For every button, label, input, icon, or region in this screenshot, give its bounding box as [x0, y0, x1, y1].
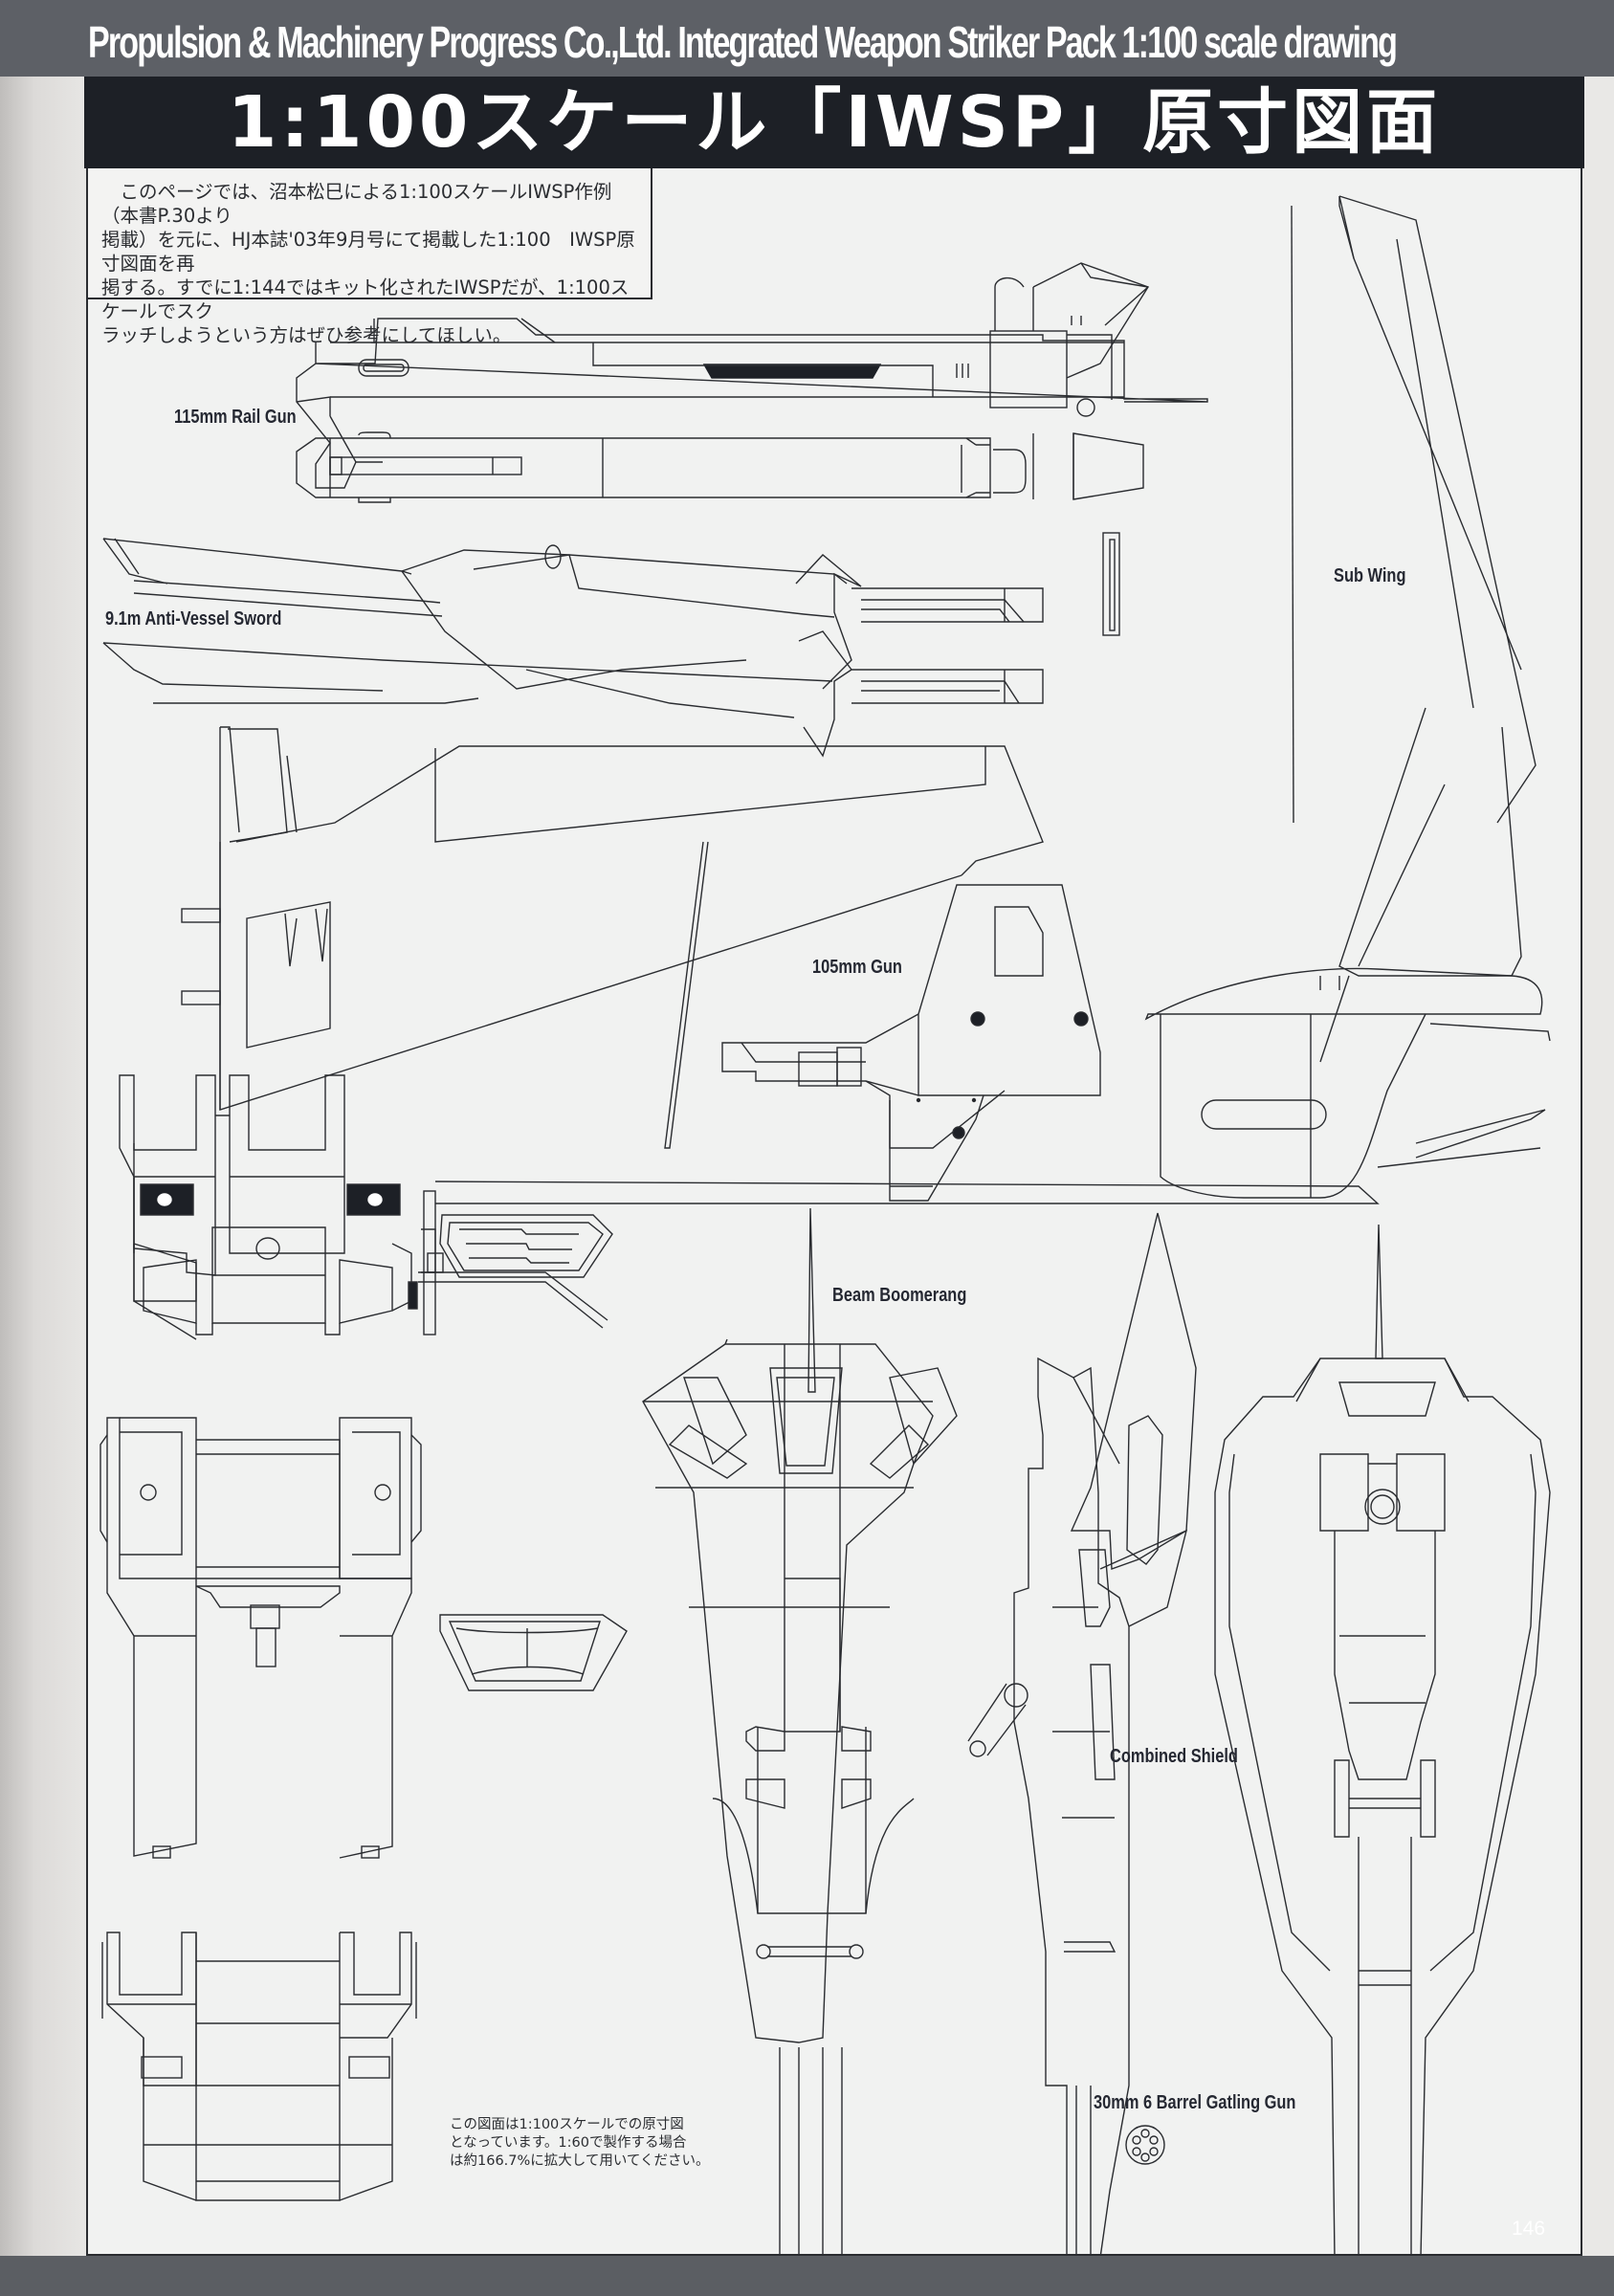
105mm-gun — [721, 884, 1101, 1202]
page-number: 146 — [1512, 2218, 1546, 2240]
sub-wing — [1291, 195, 1537, 1063]
backpack-upper — [119, 1074, 436, 1340]
footer-band — [0, 2256, 1614, 2296]
intro-textbox: このページでは、沼本松巳による1:100スケールIWSP作例（本書P.30より … — [86, 168, 652, 346]
sub-wing-engine — [1144, 967, 1551, 1199]
note-line: は約166.7%に拡大して用いてください。 — [450, 2153, 710, 2169]
gatling-gun-end-view — [1125, 2125, 1165, 2165]
combined-shield-back — [1214, 1224, 1551, 2259]
book-spine-shadow — [0, 0, 86, 2296]
japanese-title: 1:100スケール「IWSP」原寸図面 — [227, 81, 1442, 164]
english-title: Propulsion & Machinery Progress Co.,Ltd.… — [88, 17, 1398, 67]
label-rail-gun: 115mm Rail Gun — [174, 407, 297, 428]
rail-gun-top-view — [296, 431, 1144, 503]
backpack-lower — [101, 1932, 417, 2201]
combined-shield-side — [967, 1212, 1197, 2259]
intro-line: ラッチしようという方はぜひ参考にしてほしい。 — [101, 324, 512, 346]
note-line: この図面は1:100スケールでの原寸図 — [450, 2117, 684, 2132]
main-wing — [181, 726, 1044, 1111]
hinge-arm — [418, 1190, 608, 1336]
label-gatling-gun: 30mm 6 Barrel Gatling Gun — [1094, 2092, 1296, 2113]
anti-vessel-sword-upper — [102, 532, 1120, 690]
title-banner: 1:100スケール「IWSP」原寸図面 — [84, 77, 1584, 168]
label-combined-shield: Combined Shield — [1110, 1746, 1238, 1767]
rail-gun-side-view — [296, 262, 1208, 489]
label-beam-boomerang: Beam Boomerang — [832, 1285, 967, 1306]
drawing-frame — [86, 168, 1582, 2256]
trapezoid-panel — [439, 1614, 628, 1691]
antenna-rod — [664, 841, 709, 1149]
intro-line: このページでは、沼本松巳による1:100スケールIWSP作例（本書P.30より — [101, 181, 612, 227]
combined-shield-front — [642, 1207, 958, 2259]
label-anti-vessel-sword: 9.1m Anti-Vessel Sword — [105, 608, 282, 629]
backpack-middle — [99, 1417, 422, 1859]
scale-note: この図面は1:100スケールでの原寸図 となっています。1:60で製作する場合 … — [450, 2116, 765, 2171]
intro-line: 掲載）を元に、HJ本誌'03年9月号にて掲載した1:100 IWSP原寸図面を再 — [101, 229, 635, 275]
note-line: となっています。1:60で製作する場合 — [450, 2135, 687, 2151]
long-rod — [434, 1181, 1380, 1204]
vent-panel — [439, 1214, 613, 1278]
anti-vessel-sword-lower — [102, 630, 1044, 758]
label-sub-wing: Sub Wing — [1334, 565, 1406, 586]
header-band: Propulsion & Machinery Progress Co.,Ltd.… — [0, 0, 1614, 77]
intro-line: 掲する。すでに1:144ではキット化されたIWSPだが、1:100スケールでスク — [101, 276, 630, 322]
label-105mm-gun: 105mm Gun — [812, 957, 902, 978]
